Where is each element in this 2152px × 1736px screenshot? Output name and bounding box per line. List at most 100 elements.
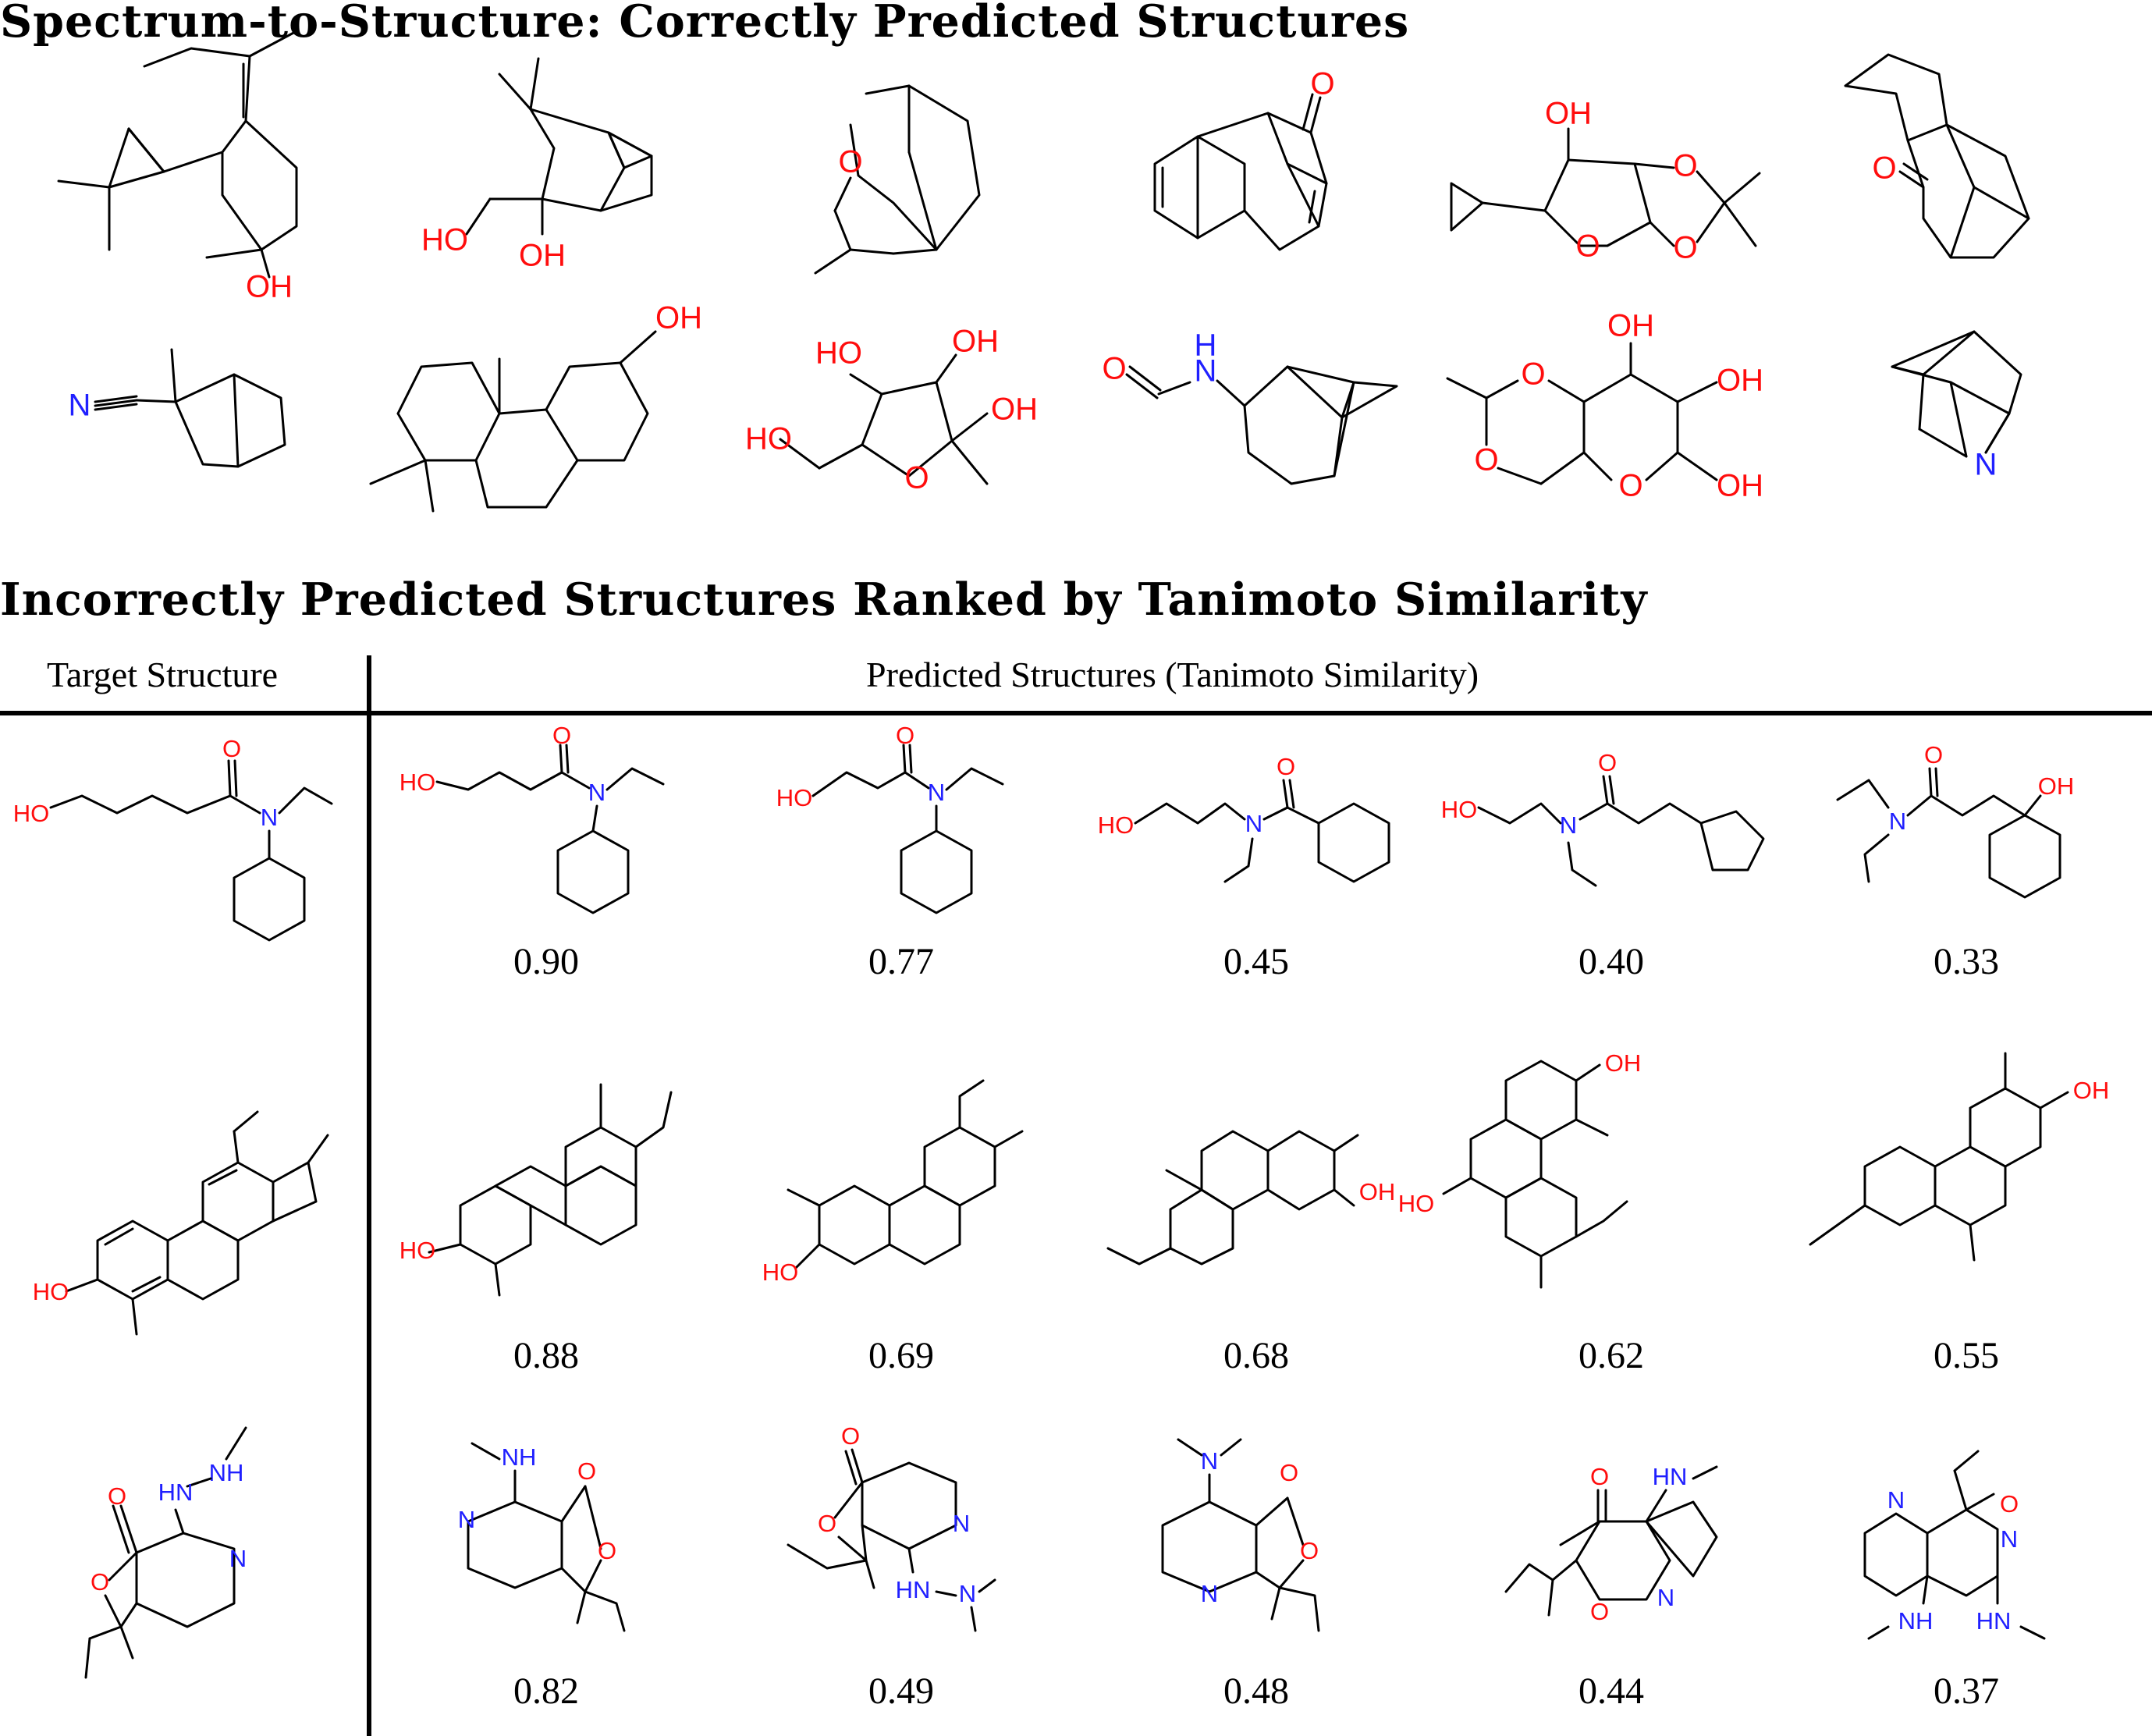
hydrazine-nitrogen-label: HN (896, 1576, 931, 1603)
molecule-correct-3: O (814, 84, 981, 275)
score-r3-c5: 0.37 (1934, 1670, 1999, 1712)
ring-nitrogen-label: N (953, 1510, 970, 1537)
hydroxyl-label: HO (33, 1278, 69, 1305)
carbonyl-oxygen-label: O (1924, 741, 1943, 769)
prediction-r1-c5: N O OH (1836, 741, 2074, 899)
ring-oxygen-label: O (1575, 229, 1600, 264)
hydroxyl-label: HO (745, 422, 792, 456)
ring-nitrogen-label: N (229, 1545, 247, 1572)
hydroxyl-label: HO (1441, 796, 1478, 823)
carbonyl-oxygen-label: O (1590, 1463, 1609, 1490)
prediction-r2-c1: HO (400, 1083, 673, 1297)
incorrect-structures-title: Incorrectly Predicted Structures Ranked … (0, 573, 1648, 626)
prediction-r2-c5: OH (1809, 1052, 2110, 1262)
ring-nitrogen-label: N (458, 1506, 475, 1533)
hydroxyl-label: HO (421, 223, 468, 257)
carbonyl-oxygen-label: O (1310, 67, 1334, 101)
amide-nitrogen-label: N (1245, 810, 1262, 837)
prediction-r3-c2: O N O HN N (787, 1422, 996, 1632)
molecule-correct-11: O O O OH OH OH (1446, 309, 1763, 503)
formyl-oxygen-label: O (1102, 352, 1126, 386)
molecule-correct-9: HO OH OH HO O (745, 325, 1038, 495)
molecule-correct-1: OH (57, 30, 298, 304)
hydroxyl-label: HO (762, 1259, 799, 1286)
amide-hydrogen-label: H (1195, 328, 1217, 363)
amide-nitrogen-label: N (1560, 811, 1577, 839)
prediction-r3-c3: N N O O (1161, 1438, 1320, 1632)
carbonyl-oxygen-label: O (1280, 1459, 1298, 1486)
hydroxyl-label: OH (246, 270, 293, 304)
hydroxyl-label: HO (1098, 811, 1135, 839)
hydroxyl-label: OH (2073, 1077, 2110, 1104)
hydroxyl-label: HO (1398, 1190, 1435, 1217)
correct-structures-title: Spectrum-to-Structure: Correctly Predict… (0, 0, 1410, 48)
ring-oxygen-label: O (1618, 469, 1642, 503)
amine-nitrogen-label: NH (502, 1443, 537, 1471)
prediction-r3-c1: NH N O O (458, 1442, 626, 1632)
hydroxyl-label: OH (655, 301, 702, 335)
hydroxyl-label: OH (1605, 1049, 1642, 1077)
ether-oxygen-label: O (838, 145, 862, 179)
score-r2-c2: 0.69 (868, 1335, 934, 1376)
score-r1-c2: 0.77 (868, 941, 934, 982)
hydroxyl-label: OH (952, 325, 999, 359)
ring-oxygen-label: O (1673, 149, 1697, 183)
score-r3-c4: 0.44 (1578, 1670, 1644, 1712)
prediction-r1-c3: HO N O (1098, 753, 1390, 883)
hydroxyl-label: OH (519, 239, 566, 273)
prediction-r2-c3: OH (1106, 1130, 1396, 1266)
prediction-r3-c4: O N O O HN (1504, 1463, 1718, 1625)
molecule-correct-12: N (1891, 330, 2022, 482)
ring-oxygen-label: O (1474, 443, 1498, 477)
amine-nitrogen-label: HN (1976, 1607, 2012, 1635)
ring-nitrogen-label: N (1657, 1584, 1674, 1611)
ring-oxygen-label: O (904, 461, 929, 495)
score-r3-c2: 0.49 (868, 1670, 934, 1712)
hydroxyl-label: OH (1545, 97, 1592, 131)
hydroxyl-label: HO (400, 769, 436, 796)
score-r2-c4: 0.62 (1578, 1335, 1644, 1376)
score-r2-c5: 0.55 (1934, 1335, 1999, 1376)
prediction-r3-c5: N O N NH HN (1863, 1450, 2046, 1640)
score-r1-c1: 0.90 (513, 941, 579, 982)
lactone-oxygen-label: O (91, 1568, 109, 1596)
carbonyl-oxygen-label: O (552, 722, 571, 749)
score-r1-c4: 0.40 (1578, 941, 1644, 982)
ring-oxygen-label: O (1590, 1598, 1609, 1625)
hydroxyl-label: HO (776, 784, 813, 811)
amide-nitrogen-label: N (1889, 808, 1906, 835)
hydroxyl-label: OH (1359, 1178, 1396, 1205)
score-r1-c5: 0.33 (1934, 941, 1999, 982)
score-r1-c3: 0.45 (1223, 941, 1289, 982)
target-structure-2: HO (33, 1110, 329, 1336)
hydroxyl-label: OH (1717, 364, 1763, 398)
carbonyl-oxygen-label: O (108, 1482, 126, 1510)
prediction-r1-c1: HO O N (400, 722, 665, 914)
amide-nitrogen-label: N (1195, 354, 1217, 389)
molecule-correct-10: O H N (1102, 328, 1398, 485)
amide-nitrogen-label: N (928, 779, 945, 806)
score-r2-c3: 0.68 (1223, 1335, 1289, 1376)
amine-nitrogen-label: HN (1653, 1463, 1688, 1490)
amine-nitrogen-label: N (1975, 448, 1998, 482)
lactone-oxygen-label: O (818, 1510, 836, 1537)
score-r3-c1: 0.82 (513, 1670, 579, 1712)
carbonyl-oxygen-label: O (1598, 749, 1617, 776)
prediction-r1-c2: HO O N (776, 722, 1004, 914)
hydroxyl-label: HO (815, 336, 862, 371)
molecule-correct-6: O (1844, 53, 2030, 259)
carbonyl-oxygen-label: O (222, 735, 241, 762)
target-structure-header: Target Structure (47, 655, 279, 694)
hydrazine-nitrogen-label: N (959, 1580, 976, 1607)
predicted-structures-header: Predicted Structures (Tanimoto Similarit… (866, 655, 1479, 694)
prediction-r2-c4: OH HO HO (1398, 1049, 1642, 1289)
hydrazine-nitrogen-label: NH (209, 1459, 244, 1486)
ring-oxygen-label: O (1673, 231, 1697, 265)
score-r3-c3: 0.48 (1223, 1670, 1289, 1712)
molecule-correct-7: N (69, 348, 286, 468)
target-structure-1: HO O N (13, 735, 333, 942)
amide-nitrogen-label: N (588, 779, 605, 806)
ring-nitrogen-label: N (1201, 1580, 1218, 1607)
carbonyl-oxygen-label: O (896, 722, 914, 749)
